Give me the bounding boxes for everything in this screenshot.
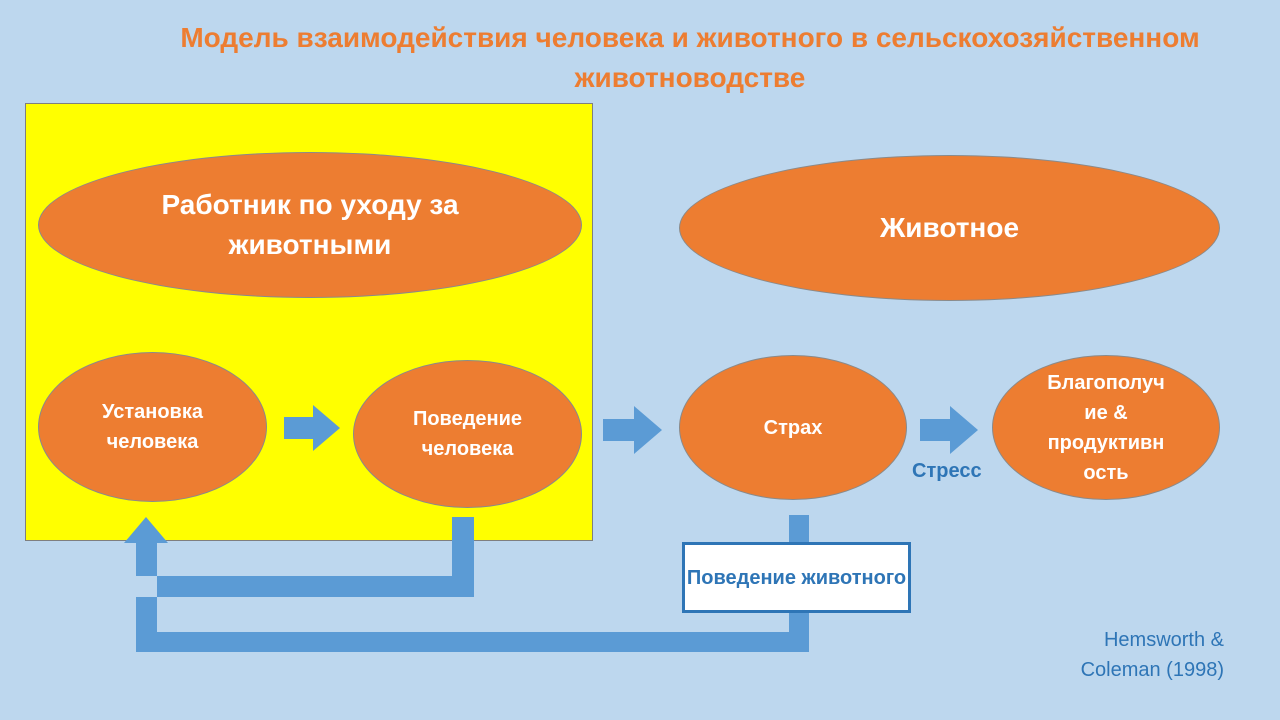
stress-label: Стресс	[912, 460, 982, 482]
diagram-title: Модель взаимодействия человека и животно…	[180, 22, 1200, 93]
animal-ellipse: Животное	[679, 155, 1220, 301]
human-attitude-ellipse: Установка человека	[38, 352, 267, 502]
citation: Hemsworth & Coleman (1998)	[1044, 625, 1224, 685]
caretaker-ellipse: Работник по уходу за животными	[38, 152, 582, 298]
welfare-ellipse: Благополуч ие & продуктивн ость	[992, 355, 1220, 500]
citation-text: Hemsworth & Coleman (1998)	[1080, 629, 1224, 681]
arrow-attitude-to-behavior	[284, 405, 340, 451]
caretaker-label: Работник по уходу за животными	[161, 189, 459, 260]
arrow-fear-to-welfare	[920, 406, 978, 454]
human-attitude-label: Установка человека	[102, 401, 203, 453]
human-behavior-label: Поведение человека	[412, 408, 523, 460]
arrow-behavior-to-fear	[603, 406, 662, 454]
arrow-behavior-feedback-loop	[124, 517, 474, 597]
human-behavior-ellipse: Поведение человека	[353, 360, 582, 508]
fear-label: Страх	[763, 416, 823, 439]
fear-ellipse: Страх	[679, 355, 907, 500]
welfare-label: Благополуч ие & продуктивн ость	[1047, 371, 1165, 484]
arrow-animal-behavior-feedback-loop	[136, 515, 809, 652]
animal-behavior-box: Поведение животного	[682, 542, 911, 613]
animal-label: Животное	[879, 212, 1020, 243]
animal-behavior-label: Поведение животного	[686, 566, 907, 589]
